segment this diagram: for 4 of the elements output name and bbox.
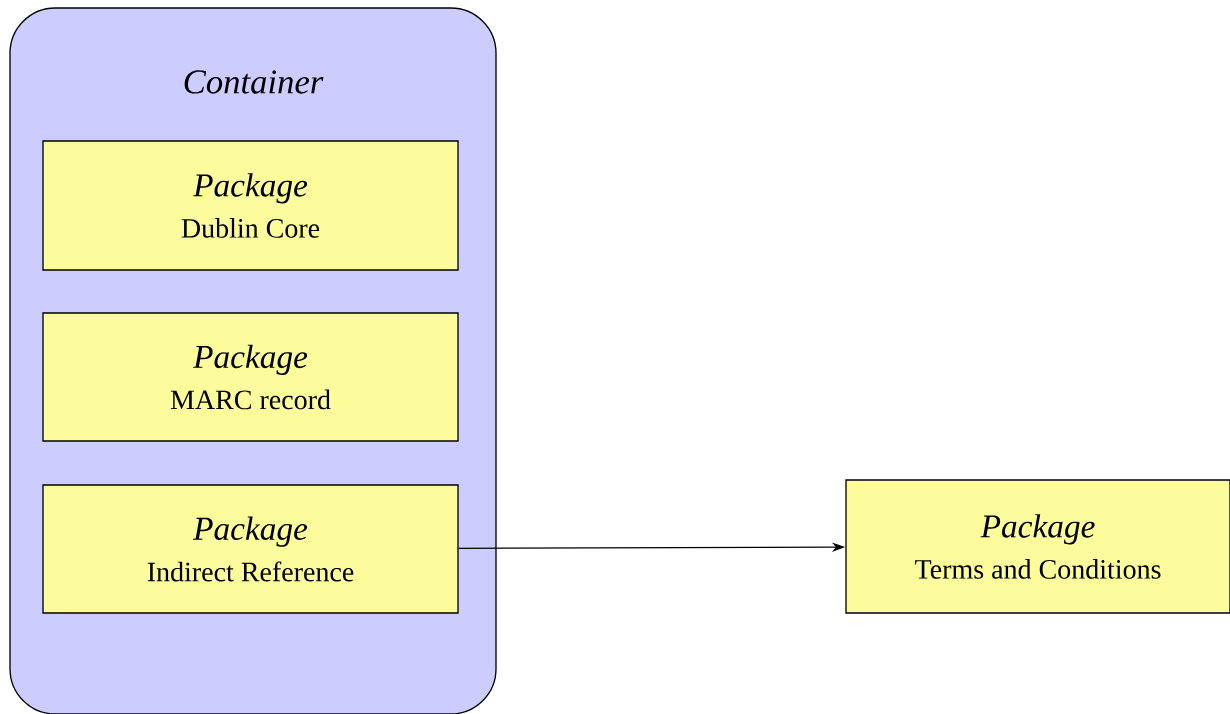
package-box: Package Dublin Core [42,140,459,271]
package-box: Package Terms and Conditions [845,479,1230,614]
package-box: Package MARC record [42,312,459,442]
package-box: Package Indirect Reference [42,484,459,614]
